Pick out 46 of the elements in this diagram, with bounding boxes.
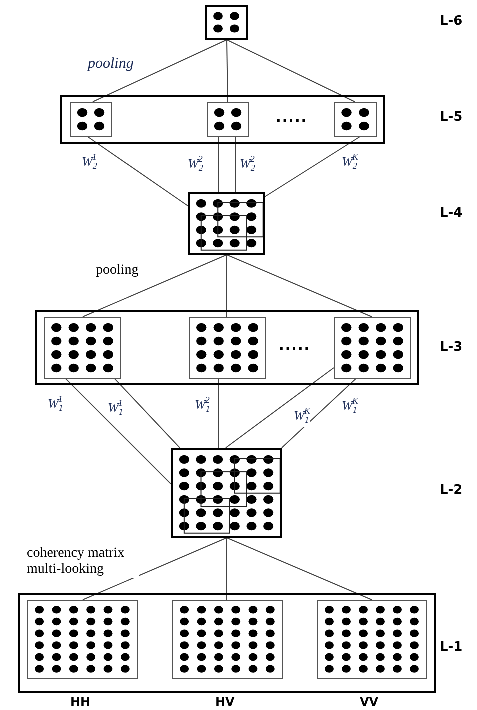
neuron-box [172,600,283,679]
layer-box [188,192,265,255]
neuron-box [334,317,411,379]
connector-line [218,136,220,192]
connector-line [218,378,220,448]
connector-line [226,40,228,102]
layer-label: L-6 [440,14,463,29]
connector-line [226,538,372,600]
operation-label: coherency matrix multi-looking [27,546,139,578]
neuron-box [70,102,112,137]
connector-line [226,368,334,448]
channel-label: VV [360,695,379,709]
operation-label: pooling [96,263,139,279]
layer-label: L-3 [440,340,463,355]
layer-label: L-1 [440,640,463,655]
channel-label: HH [70,695,91,709]
ellipsis: ..... [279,338,311,354]
neuron-box [189,317,266,379]
connector-line [82,538,228,600]
connector-line [92,40,228,102]
ellipsis: ..... [276,110,308,126]
neuron-box [334,102,377,137]
connector-line [226,538,228,600]
connector-line [226,254,372,318]
channel-label: HV [216,695,235,709]
neuron-box [205,5,248,40]
operation-label: pooling [88,56,134,73]
connector-line [282,378,356,448]
connector-line [114,378,180,448]
connector-line [82,254,228,318]
layer-box [35,310,419,385]
neuron-box [207,102,249,137]
layer-label: L-2 [440,483,463,498]
layer-box [171,448,282,538]
layer-box [18,593,436,693]
neuron-box [317,600,427,679]
connector-line [88,136,188,206]
connector-line [226,40,356,102]
layer-label: L-5 [440,110,463,125]
connector-line [264,136,360,198]
neuron-box [27,600,138,679]
layer-box [60,95,385,144]
connector-line [226,254,228,318]
layer-label: L-4 [440,206,463,221]
neuron-box [44,317,121,379]
connector-line [66,378,172,484]
